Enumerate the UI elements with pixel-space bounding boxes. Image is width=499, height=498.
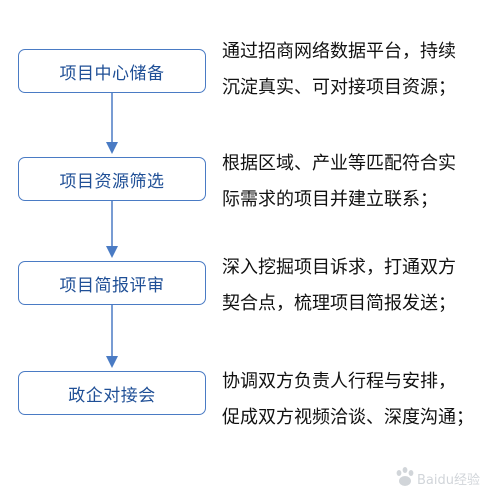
step-desc-3-line-1: 深入挖掘项目诉求，打通双方 xyxy=(222,257,456,278)
step-desc-4-line-1: 协调双方负责人行程与安排， xyxy=(222,371,456,392)
svg-text:Baidu经验: Baidu经验 xyxy=(417,472,480,488)
step-desc-3: 深入挖掘项目诉求，打通双方 契合点，梳理项目简报发送； xyxy=(222,250,496,322)
step-label-4: 政企对接会 xyxy=(68,385,156,406)
step-box-3: 项目简报评审 xyxy=(18,261,206,305)
step-box-2: 项目资源筛选 xyxy=(18,157,206,201)
step-box-4: 政企对接会 xyxy=(18,371,206,415)
step-label-3: 项目简报评审 xyxy=(59,275,165,296)
step-desc-2: 根据区域、产业等匹配符合实 际需求的项目并建立联系； xyxy=(222,146,496,218)
step-desc-2-line-2: 际需求的项目并建立联系； xyxy=(222,189,438,210)
step-label-2: 项目资源筛选 xyxy=(59,171,165,192)
step-desc-1-line-2: 沉淀真实、可对接项目资源； xyxy=(222,77,456,98)
step-label-1: 项目中心储备 xyxy=(59,63,165,84)
step-desc-4-line-2: 促成双方视频洽谈、深度沟通； xyxy=(222,407,474,428)
step-desc-1-line-1: 通过招商网络数据平台，持续 xyxy=(222,41,456,62)
step-box-1: 项目中心储备 xyxy=(18,49,206,93)
step-desc-3-line-2: 契合点，梳理项目简报发送； xyxy=(222,293,456,314)
step-desc-2-line-1: 根据区域、产业等匹配符合实 xyxy=(222,153,456,174)
baidu-watermark-logo: Baidu经验 xyxy=(396,467,480,488)
step-desc-4: 协调双方负责人行程与安排， 促成双方视频洽谈、深度沟通； xyxy=(222,364,496,436)
step-desc-1: 通过招商网络数据平台，持续 沉淀真实、可对接项目资源； xyxy=(222,34,496,106)
